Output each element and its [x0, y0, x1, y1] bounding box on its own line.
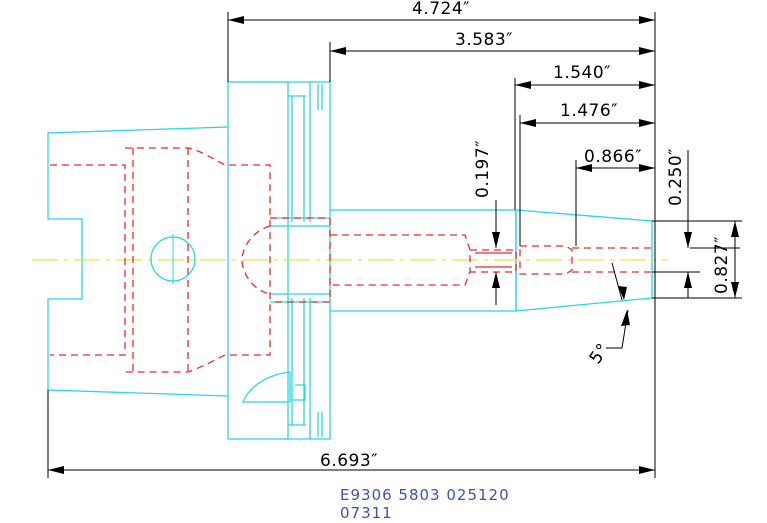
- dim-nose-length: 0.866″: [584, 147, 642, 167]
- extension-lines: [47, 12, 742, 478]
- holder-bore: [270, 217, 471, 303]
- pilot-bore: [470, 249, 517, 273]
- coolant-arc: [241, 225, 271, 295]
- groove-notch: [292, 84, 323, 437]
- collet-bore: [519, 245, 573, 275]
- dim-body-length: 3.583″: [455, 30, 513, 50]
- nose-bore: [572, 247, 652, 273]
- hidden-lines: [50, 147, 652, 373]
- drawbar-bore: [125, 147, 271, 373]
- dim-angle: 5°: [586, 340, 614, 368]
- dim-nose-dia: 0.827″: [712, 236, 732, 294]
- drive-key-arc: [242, 371, 291, 403]
- dim-overall-top: 4.724″: [412, 0, 470, 19]
- dimension-lines: [47, 12, 742, 478]
- caption-line-1: E9306 5803 025120: [340, 486, 510, 504]
- dim-taper-length: 1.476″: [560, 101, 618, 121]
- dim-bore-dia: 0.197″: [473, 140, 493, 198]
- dim-nose-step: 0.250″: [666, 148, 686, 206]
- pull-stud-cavity: [50, 164, 126, 356]
- pilot-solid: [475, 252, 512, 268]
- dim-overall-bottom: 6.693″: [320, 451, 378, 471]
- bore-divider: [132, 148, 189, 372]
- dim-bore-depth: 1.540″: [553, 63, 611, 83]
- shank-taper: [47, 126, 229, 397]
- caption-line-2: 07311: [340, 504, 393, 522]
